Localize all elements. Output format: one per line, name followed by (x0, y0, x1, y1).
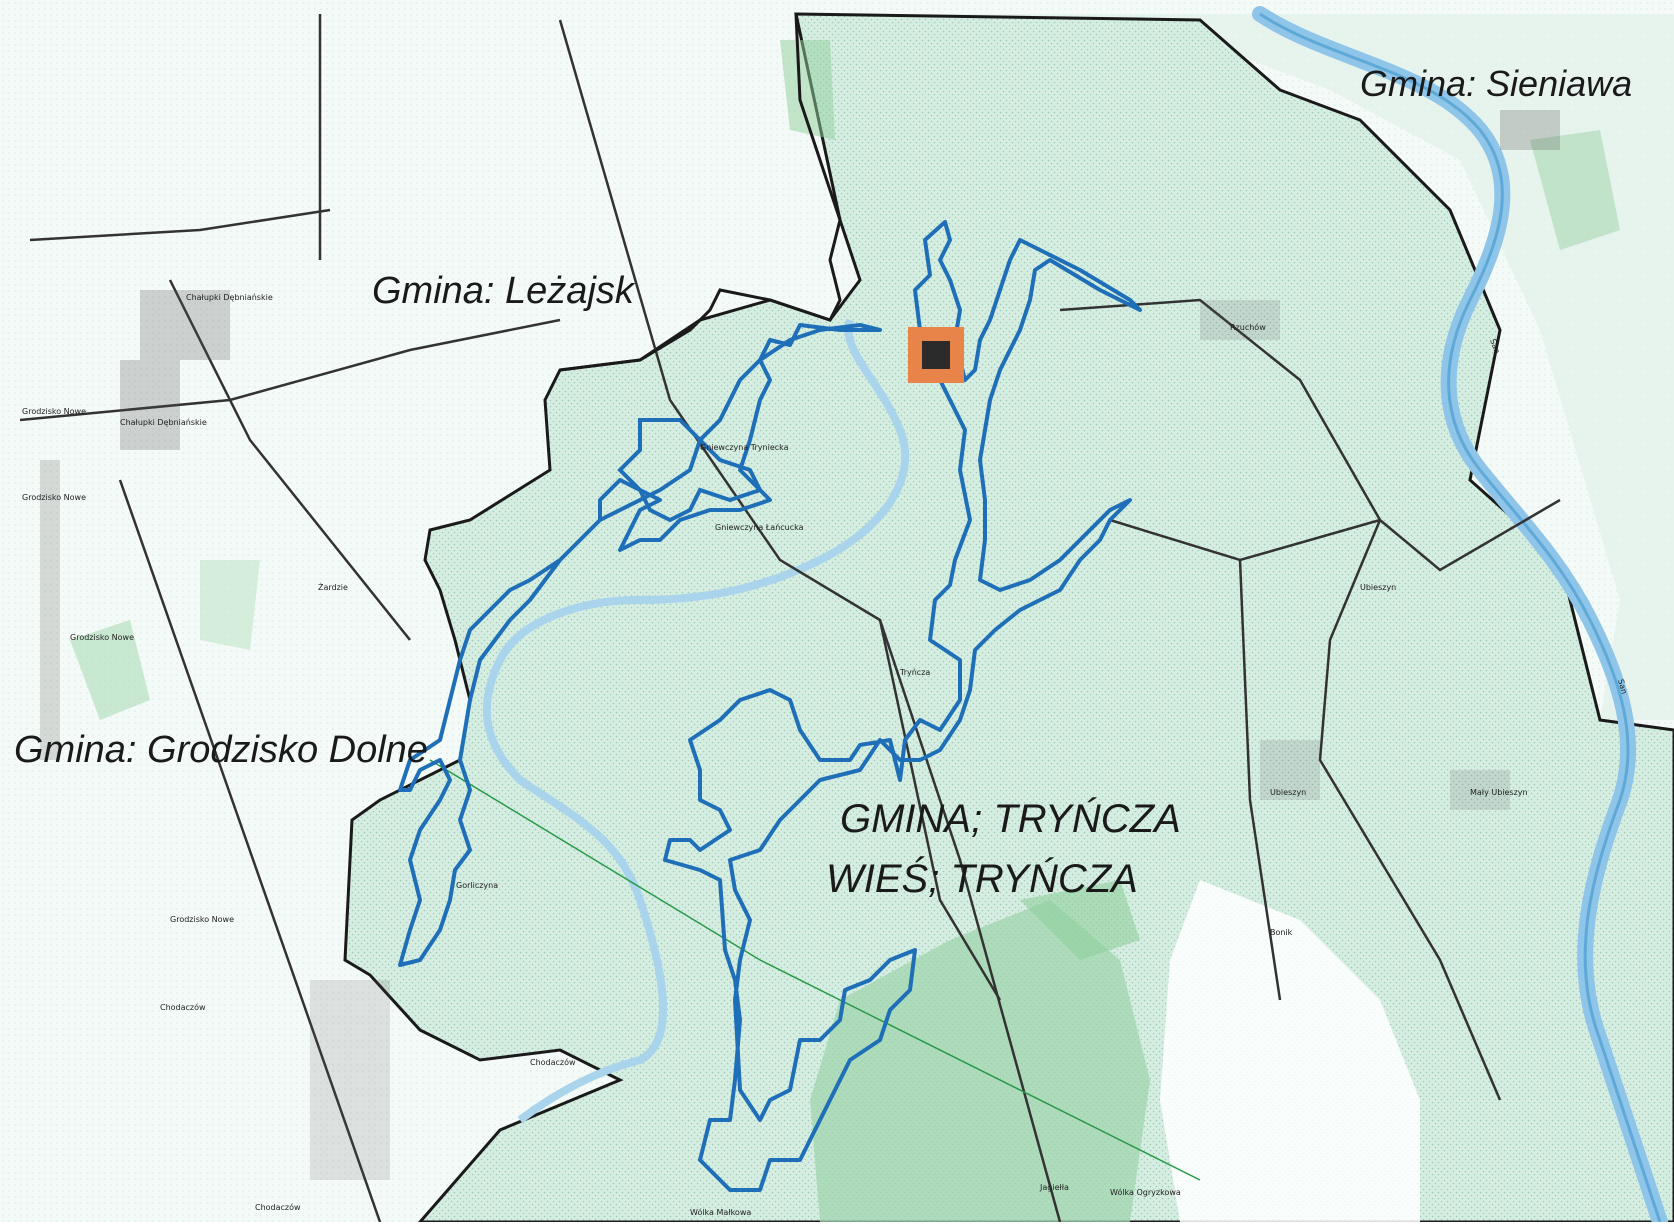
place-grodzisko-3: Grodzisko Nowe (70, 633, 134, 642)
place-chodaczow-1: Chodaczów (160, 1002, 206, 1012)
place-gniewczyna-1: Gniewczyna Tryniecka (700, 443, 789, 452)
enclave-area (1160, 880, 1420, 1222)
place-chalupki-2: Chałupki Dębniańskie (120, 418, 207, 427)
gmina-border-north (559, 13, 842, 372)
roads (19, 14, 1561, 1223)
forest-patch-3 (1530, 130, 1620, 250)
label-gmina-grodzisko: Gmina: Grodzisko Dolne (14, 729, 428, 771)
place-bonik: Bonik (1270, 928, 1293, 937)
label-wies-tryncza: WIEŚ; TRYŃCZA (826, 855, 1138, 901)
place-tryncza: Tryńcza (899, 668, 930, 677)
place-chalupki: Chałupki Dębniańskie (186, 293, 273, 302)
railway (429, 759, 1201, 1181)
place-gorliczyna: Gorliczyna (456, 881, 498, 890)
place-grodzisko-2: Grodzisko Nowe (22, 493, 86, 502)
village-boundary-gniewczyna (617, 418, 763, 523)
place-gniewczyna-2: Gniewczyna Łańcucka (715, 523, 804, 532)
wislok-river (482, 318, 910, 1124)
place-labels: Chałupki Dębniańskie Chałupki Dębniański… (22, 293, 1629, 1217)
settlement-dots (40, 110, 1560, 1180)
village-boundary-west (398, 323, 882, 967)
village-boundary-tryncza (663, 220, 1142, 1192)
place-rzuchow: Rzuchów (1230, 322, 1266, 332)
label-gmina-sieniawa: Gmina: Sieniawa (1360, 63, 1632, 104)
location-marker-center (922, 341, 950, 369)
place-wolka-ogryzkowa: Wólka Ogryzkowa (1110, 1187, 1181, 1197)
place-grodzisko-1: Grodzisko Nowe (22, 407, 86, 416)
forest-patch-5 (200, 560, 260, 650)
forest-patch-2 (780, 40, 835, 140)
place-wolka-malkowa: Wólka Małkowa (690, 1207, 751, 1217)
place-jagiella: Jagiełła (1039, 1183, 1069, 1192)
san-river-line (1259, 12, 1662, 1223)
forest-patch-4 (70, 620, 150, 720)
place-ubieszyn-2: Ubieszyn (1270, 788, 1306, 797)
sieniawa-area (796, 14, 1674, 720)
place-ubieszyn-1: Ubieszyn (1360, 583, 1396, 592)
place-chodaczow-3: Chodaczów (255, 1202, 301, 1212)
place-maly-ubieszyn: Mały Ubieszyn (1470, 788, 1528, 797)
place-san-2: San (1616, 678, 1629, 695)
forest-patch-1 (1020, 880, 1140, 960)
place-grodzisko-4: Grodzisko Nowe (170, 915, 234, 924)
forest-south (810, 900, 1150, 1222)
label-gmina-lezajsk: Gmina: Leżajsk (372, 270, 636, 312)
place-zerdzie: Żardzie (318, 582, 348, 592)
place-chodaczow-2: Chodaczów (530, 1057, 576, 1067)
label-gmina-tryncza: GMINA; TRYŃCZA (840, 796, 1181, 841)
